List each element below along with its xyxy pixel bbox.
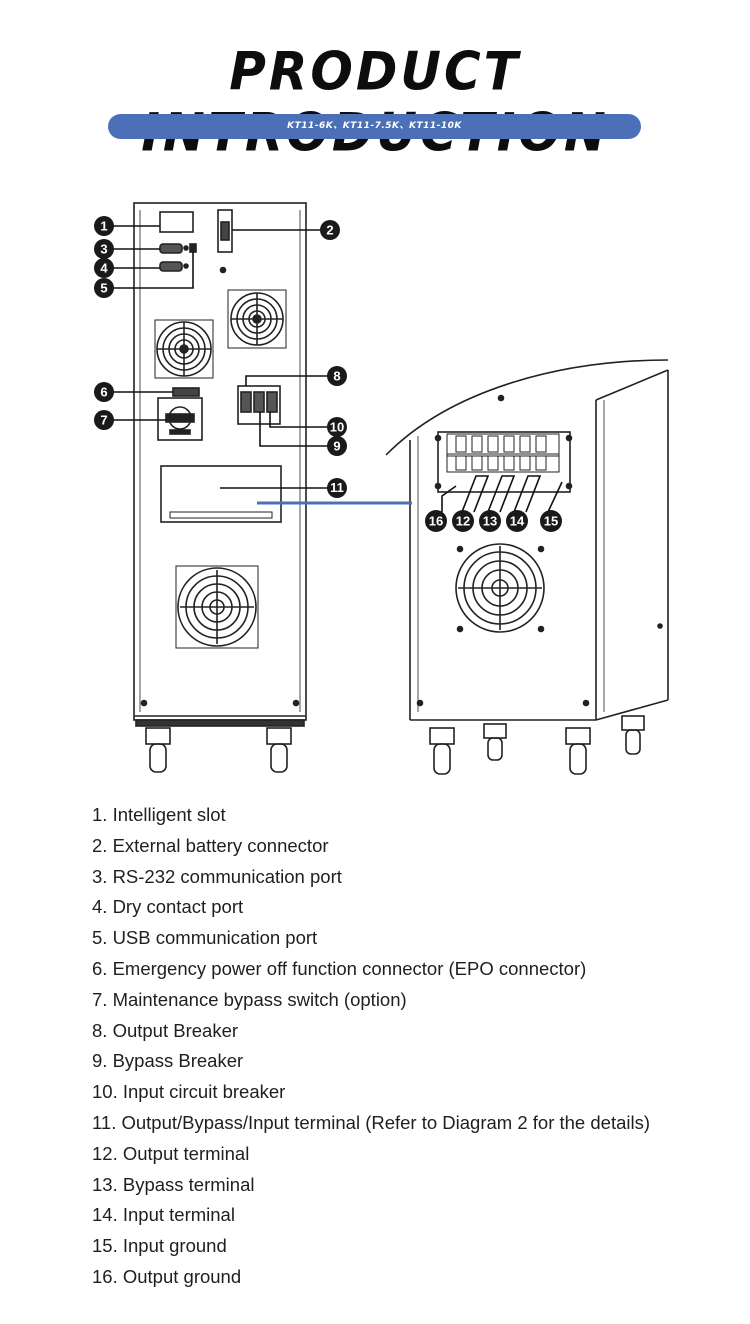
dry-contact-port [159,261,183,272]
svg-text:4: 4 [100,261,108,276]
svg-text:1: 1 [100,219,107,234]
intelligent-slot [159,211,194,233]
callout-14: 14 [506,510,528,532]
legend-item: 13. Bypass terminal [92,1173,255,1195]
svg-text:14: 14 [510,514,525,529]
epo-connector [172,387,200,397]
svg-text:15: 15 [544,514,558,529]
left-casters [145,727,292,773]
callout-13: 13 [479,510,501,532]
svg-text:3: 3 [100,242,107,257]
callout-4: 4 [94,258,114,278]
middle-fan [154,319,214,379]
callout-3: 3 [94,239,114,259]
right-casters [429,715,645,775]
legend-item: 16. Output ground [92,1265,242,1287]
svg-text:11: 11 [330,480,344,495]
lower-fan-right [455,543,545,633]
legend-item: 7. Maintenance bypass switch (option) [92,988,407,1010]
legend-item: 5. USB communication port [92,927,318,949]
svg-text:5: 5 [100,281,107,296]
callout-10: 10 [327,417,347,437]
svg-text:6: 6 [100,385,107,400]
legend-item: 9. Bypass Breaker [92,1050,244,1072]
component-legend: 1. Intelligent slot 2. External battery … [92,800,650,1293]
legend-item: 1. Intelligent slot [92,804,226,825]
legend-item: 6. Emergency power off function connecto… [92,957,587,979]
svg-text:2: 2 [326,223,333,238]
upper-fan [227,289,287,349]
callout-16: 16 [425,510,447,532]
svg-text:13: 13 [483,514,497,529]
callout-1: 1 [94,216,114,236]
lower-fan-left [175,565,259,649]
legend-item: 11. Output/Bypass/Input terminal (Refer … [92,1111,650,1133]
callout-11: 11 [327,478,347,498]
legend-item: 3. RS-232 communication port [92,865,342,887]
svg-text:16: 16 [429,514,443,529]
callout-2: 2 [320,220,340,240]
rs232-port [159,243,183,254]
model-banner: KT11-6K、KT11-7.5K、KT11-10K [108,114,641,139]
callout-8: 8 [327,366,347,386]
callout-15: 15 [540,510,562,532]
ups-rear-panel-diagram: 1 2 3 4 5 6 7 8 9 10 11 12 13 14 15 16 [94,202,669,775]
leader-lines [112,225,563,513]
bypass-switch [157,397,203,441]
svg-text:12: 12 [456,514,470,529]
legend-item: 2. External battery connector [92,834,329,856]
legend-item: 14. Input terminal [92,1204,235,1226]
legend-item: 12. Output terminal [92,1142,250,1164]
callout-9: 9 [327,436,347,456]
legend-item: 4. Dry contact port [92,896,244,918]
callout-7: 7 [94,410,114,430]
page-title: PRODUCT INTRODUCTION [141,41,605,163]
callout-badges: 1 2 3 4 5 6 7 8 9 10 11 12 13 14 15 16 [94,216,562,532]
legend-item: 15. Input ground [92,1235,227,1257]
callout-12: 12 [452,510,474,532]
svg-text:8: 8 [333,369,340,384]
breaker-group [237,385,281,425]
right-unit-top-curve [385,359,669,456]
terminal-cover [160,465,282,523]
terminal-strip [437,431,571,493]
battery-connector [217,209,233,253]
callout-6: 6 [94,382,114,402]
legend-item: 8. Output Breaker [92,1019,239,1041]
left-unit-body [133,202,307,721]
usb-port [189,243,197,253]
svg-text:7: 7 [100,413,107,428]
legend-item: 10. Input circuit breaker [92,1081,286,1103]
svg-text:10: 10 [330,420,344,435]
callout-5: 5 [94,278,114,298]
svg-text:9: 9 [333,439,340,454]
